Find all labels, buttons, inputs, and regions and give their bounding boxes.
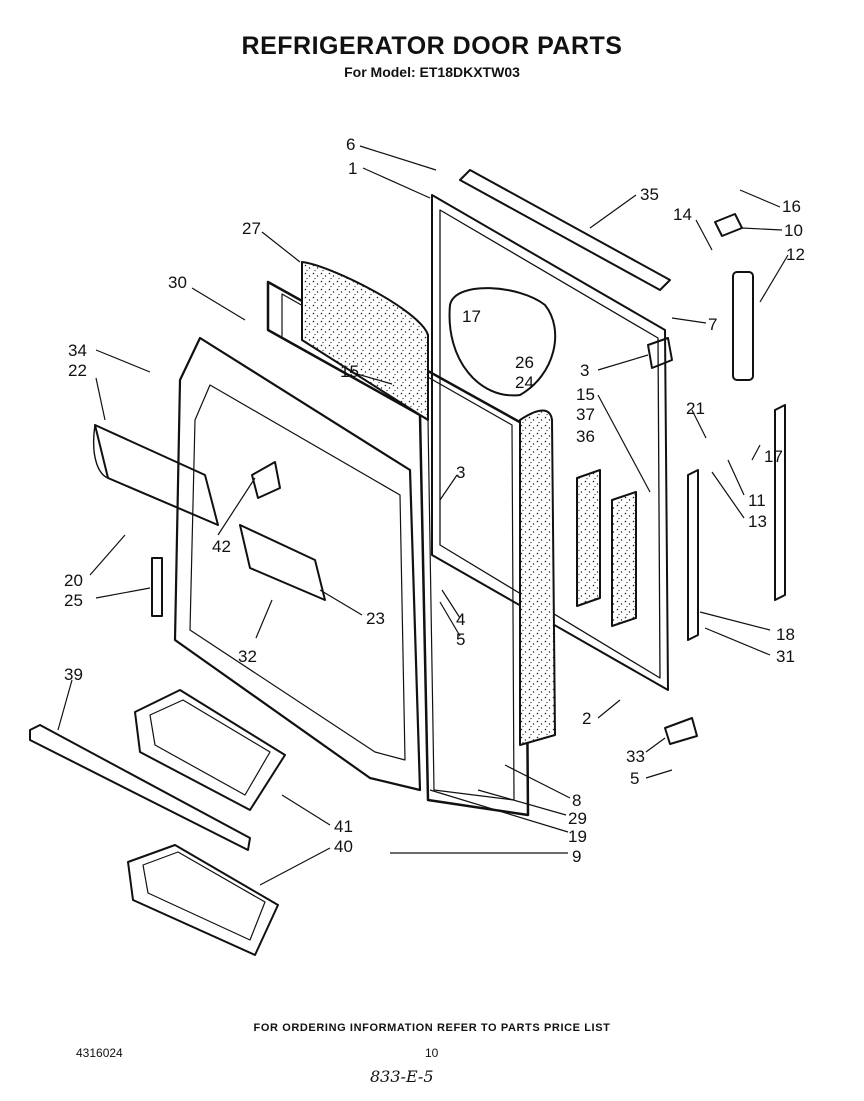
callout-2: 2 [582,709,591,728]
shelf-bracket [151,557,163,617]
callout-4: 4 [456,610,465,629]
callout-5-upper: 5 [456,630,465,649]
dairy-door-42 [251,461,281,499]
callout-3-bracket: 3 [456,463,465,482]
callout-37: 37 [576,405,595,424]
callout-1: 1 [348,159,357,178]
callout-32: 32 [238,647,257,666]
callout-27: 27 [242,219,261,238]
upper-hinge [714,213,743,237]
door-bin-41-inner [149,699,271,796]
callout-29: 29 [568,809,587,828]
callout-42: 42 [212,537,231,556]
callout-8: 8 [572,791,581,810]
callout-11: 11 [748,491,766,510]
callout-9: 9 [572,847,581,866]
callout-19: 19 [568,827,587,846]
callout-3-hinge: 3 [580,361,589,380]
insulation-strip-left [576,469,601,607]
outer-door-panel [431,194,669,691]
callout-15-hinge: 15 [576,385,595,404]
callout-36: 36 [576,427,595,446]
callout-34: 34 [68,341,87,360]
shelf-23 [239,524,326,601]
callout-23: 23 [366,609,385,628]
door-bin-40 [127,844,279,956]
door-bin-40-inner [142,851,266,941]
callout-5-lower: 5 [630,769,639,788]
handle-trim-18 [774,404,786,601]
callout-33: 33 [626,747,645,766]
callout-26: 26 [515,353,534,372]
callout-16: 16 [782,197,801,216]
callout-15-liner: 15 [340,362,359,381]
callout-17-inset: 17 [462,307,481,326]
ordering-note: FOR ORDERING INFORMATION REFER TO PARTS … [253,1022,611,1034]
page-title: REFRIGERATOR DOOR PARTS [241,32,623,60]
page-number: 10 [425,1046,439,1060]
model-subtitle: For Model: ET18DKXTW03 [344,64,520,80]
callout-13: 13 [748,512,767,531]
handwritten-note: 833-E-5 [370,1067,434,1086]
door-liner-inner [189,384,406,761]
callout-40: 40 [334,837,353,856]
callout-35: 35 [640,185,659,204]
callout-10: 10 [784,221,803,240]
callout-21: 21 [686,399,705,418]
door-bin-41 [134,689,286,811]
callout-31: 31 [776,647,795,666]
door-gasket-inner [281,293,515,801]
callout-41: 41 [334,817,353,836]
callout-30: 30 [168,273,187,292]
bottom-hinge [664,717,698,745]
callout-6: 6 [346,135,355,154]
callout-24: 24 [515,373,534,392]
callout-14: 14 [673,205,692,224]
callout-20: 20 [64,571,83,590]
callout-39: 39 [64,665,83,684]
callout-12: 12 [786,245,805,264]
foam-insulation-left [301,261,429,421]
insulation-strip-right [611,491,637,627]
shelf-22 [94,424,219,526]
callout-25: 25 [64,591,83,610]
door-handle [732,271,754,381]
callout-22: 22 [68,361,87,380]
bottom-trim-39 [29,724,251,851]
callout-18: 18 [776,625,795,644]
hinge-plate [647,337,673,369]
foam-insulation-right [519,409,556,746]
door-liner [173,336,422,792]
top-trim [459,169,671,291]
outer-door-inner-edge [439,209,661,679]
document-number: 4316024 [76,1046,123,1060]
shelf-22-front [93,424,219,526]
side-trim-31 [687,469,699,641]
detail-inset [448,287,557,397]
callout-17-side: 17 [764,447,783,466]
callout-7: 7 [708,315,717,334]
